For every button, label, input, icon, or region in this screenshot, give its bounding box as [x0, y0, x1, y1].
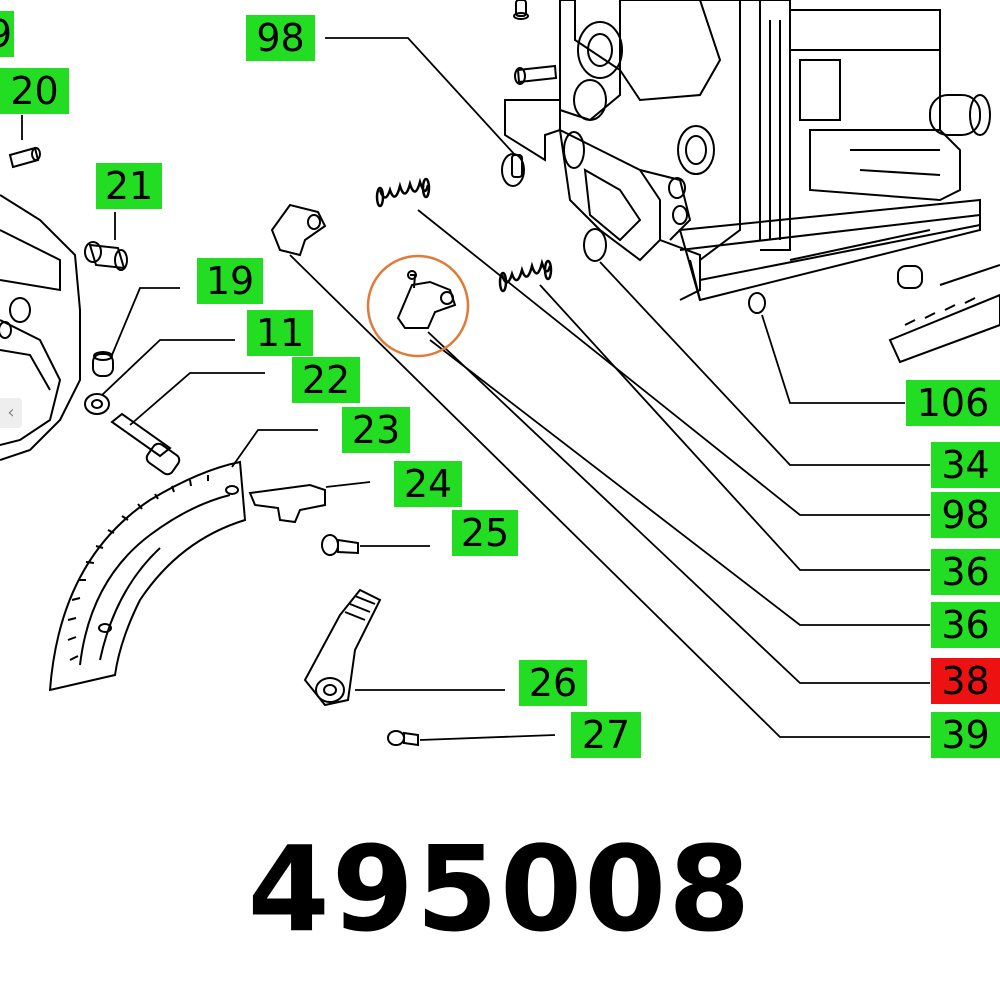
latch-38	[396, 270, 457, 329]
callout-9[interactable]: 9	[0, 11, 14, 57]
callout-106[interactable]: 106	[906, 380, 1000, 426]
sleeve-21	[84, 241, 128, 271]
callout-22[interactable]: 22	[292, 357, 360, 403]
exploded-parts-diagram: 9 20 98 21 19 11 22 23 24 25 26 27 106 3…	[0, 0, 1000, 758]
callout-25[interactable]: 25	[452, 510, 518, 556]
bracket-24	[248, 483, 326, 524]
washer-34	[583, 228, 607, 262]
screw-top	[513, 0, 529, 20]
highlight-circle	[366, 254, 470, 358]
callout-36-b[interactable]: 36	[931, 602, 1000, 648]
callout-34[interactable]: 34	[931, 442, 1000, 488]
callout-98-top[interactable]: 98	[246, 15, 315, 61]
part-number: 495008	[247, 820, 753, 958]
spring-36-b	[498, 258, 553, 293]
washer-11	[84, 393, 110, 415]
callout-26[interactable]: 26	[519, 660, 587, 706]
screw-27	[387, 730, 419, 747]
bushing-19	[92, 351, 114, 377]
callout-39[interactable]: 39	[931, 712, 1000, 758]
pin-106	[748, 292, 766, 314]
bolt-22	[110, 412, 181, 476]
callout-38[interactable]: 38	[931, 658, 1000, 704]
callout-11[interactable]: 11	[247, 310, 313, 356]
left-housing-partial	[0, 194, 81, 461]
callout-27[interactable]: 27	[571, 712, 641, 758]
rack-right	[888, 264, 1000, 364]
callout-20[interactable]: 20	[0, 68, 69, 114]
leader-lines	[21, 37, 930, 741]
pin-20	[8, 146, 41, 169]
callout-23[interactable]: 23	[342, 407, 410, 453]
saw-housing-assembly	[504, 0, 991, 302]
drawing-canvas	[0, 0, 1000, 747]
pin-top	[514, 64, 558, 85]
handle-26	[303, 588, 382, 707]
spring-36-a	[375, 177, 431, 208]
callout-21[interactable]: 21	[96, 163, 162, 209]
lever-39	[270, 203, 327, 257]
callout-98-right[interactable]: 98	[931, 492, 1000, 538]
callout-36-a[interactable]: 36	[931, 549, 1000, 595]
screw-25	[321, 534, 359, 556]
callout-24[interactable]: 24	[394, 461, 462, 507]
callout-19[interactable]: 19	[197, 258, 263, 304]
chevron-left-icon[interactable]: ‹	[0, 398, 22, 428]
bushing-right	[897, 265, 923, 289]
angle-scale-plate	[48, 460, 247, 692]
